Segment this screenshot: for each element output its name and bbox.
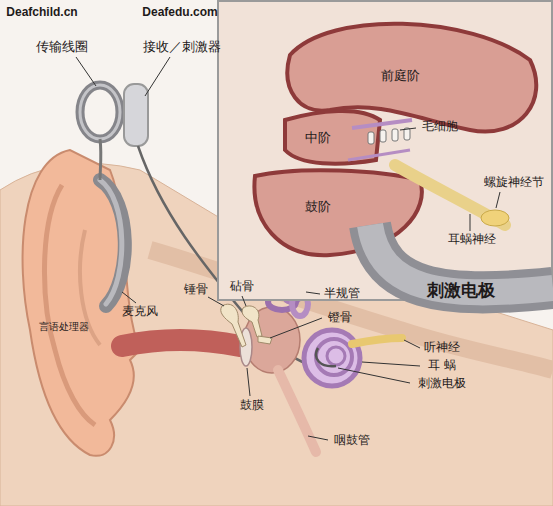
leader-lines (76, 57, 500, 440)
part-label: 咽鼓管 (334, 434, 370, 448)
part-label: 刺激电极 (427, 281, 495, 301)
leader-line (404, 340, 420, 348)
leader-line (362, 362, 420, 366)
leader-line (208, 297, 224, 306)
part-label: 言语处理器 (39, 321, 89, 333)
watermark: Deafedu.com (142, 6, 217, 20)
leader-line (242, 296, 246, 306)
part-label: 接收／刺激器 (143, 40, 221, 55)
cochlea (304, 330, 360, 386)
pinna-fold (45, 185, 95, 425)
part-label: 前庭阶 (381, 69, 420, 84)
hair-cells (368, 128, 410, 144)
watermark: Deafchild.cn (6, 6, 77, 20)
leader-line (496, 192, 500, 208)
leader-line (308, 436, 328, 440)
spiral-ganglion (481, 210, 509, 226)
coil-cable (99, 139, 103, 180)
leader-line (470, 214, 471, 231)
leader-line (270, 318, 322, 338)
inset-frame (218, 1, 552, 300)
pinna (23, 150, 140, 456)
part-label: 刺激电极 (418, 377, 466, 391)
basilar-membrane (348, 150, 410, 160)
transmit-coil (80, 85, 120, 139)
transmit-coil (80, 85, 120, 139)
part-label: 听神经 (424, 341, 460, 355)
part-label: 传输线圈 (36, 40, 88, 55)
speech-processor-highlight (100, 180, 122, 304)
part-label: 耳蜗神经 (448, 233, 496, 247)
part-label: 麦克风 (122, 305, 158, 319)
stapes (258, 336, 272, 344)
receiver-stimulator (124, 84, 148, 146)
cochlea-turn (327, 347, 345, 365)
leader-line (122, 292, 136, 303)
incus (242, 306, 262, 337)
leader-line (76, 57, 96, 86)
auditory-nerve (352, 338, 402, 344)
leader-line (338, 368, 410, 383)
part-label: 耳 蜗 (428, 359, 456, 373)
leader-line (306, 292, 320, 294)
ear-canal (122, 340, 240, 346)
part-label: 中阶 (305, 131, 331, 146)
electrode-in-cochlea (316, 348, 336, 366)
speech-processor (100, 180, 125, 306)
part-label: 螺旋神经节 (484, 176, 544, 190)
part-label: 砧骨 (230, 280, 254, 294)
part-label: 鼓膜 (240, 399, 264, 413)
part-label: 鼓阶 (305, 200, 331, 215)
part-label: 半规管 (324, 287, 360, 301)
leader-line (400, 128, 416, 130)
part-label: 锤骨 (184, 283, 208, 297)
tectorial-membrane (352, 120, 412, 128)
leader-line (145, 57, 170, 96)
eustachian-tube (278, 370, 316, 452)
part-label: 镫骨 (328, 311, 352, 325)
leader-line (247, 368, 250, 396)
part-label: 毛细胞 (422, 120, 458, 134)
